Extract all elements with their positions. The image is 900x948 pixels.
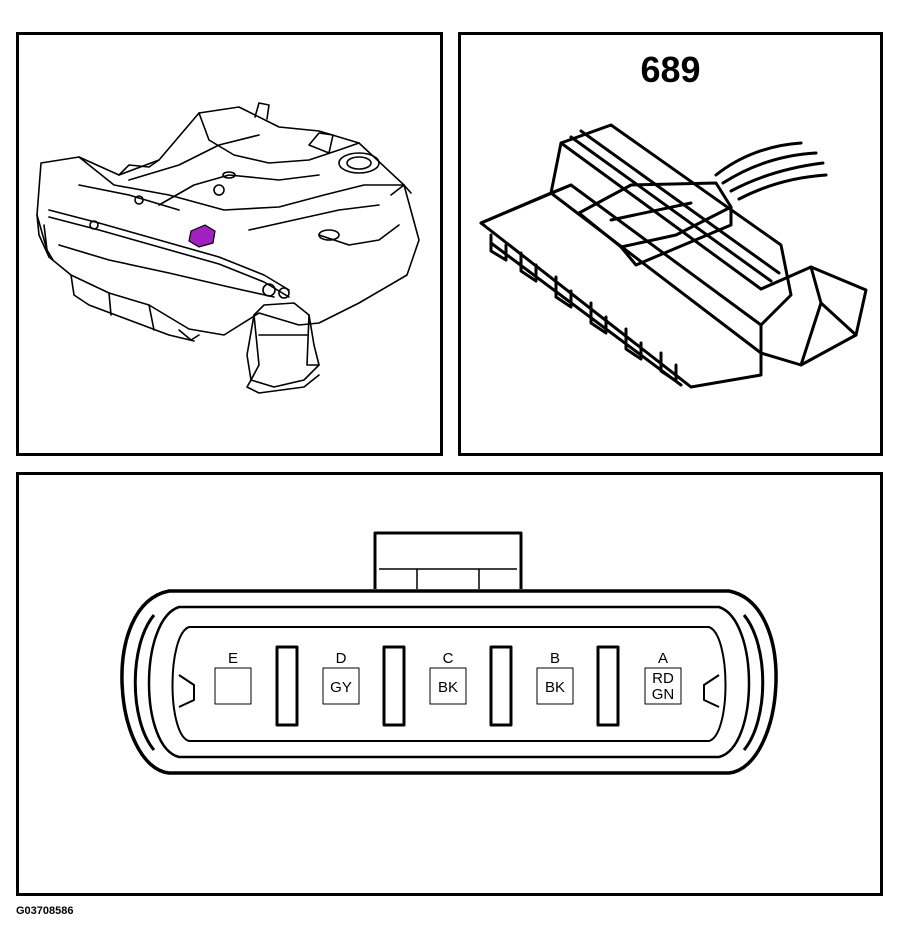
wire-color-code: GY — [330, 679, 352, 696]
fuel-tank-panel — [16, 32, 443, 456]
connector-number: 689 — [640, 49, 701, 90]
wire-color-code: RD — [652, 670, 674, 687]
pin-letter: D — [336, 650, 347, 667]
wire-color-code: BK — [438, 679, 458, 696]
pin-letter: A — [658, 650, 668, 667]
connector-face-panel: E D C B A GY BK BK RD GN — [16, 472, 883, 896]
fuel-tank-assembly-icon — [36, 102, 420, 394]
wiring-connector-icon — [479, 123, 868, 389]
pin-letter: E — [228, 650, 238, 667]
figure-code: G03708586 — [16, 905, 74, 917]
wire-color-code: GN — [652, 686, 675, 703]
pin-letter: B — [550, 650, 560, 667]
connector-panel: 689 — [458, 32, 883, 456]
pin-letter: C — [443, 650, 454, 667]
wire-color-code: BK — [545, 679, 565, 696]
connector-face-view: E D C B A GY BK BK RD GN — [120, 531, 778, 775]
